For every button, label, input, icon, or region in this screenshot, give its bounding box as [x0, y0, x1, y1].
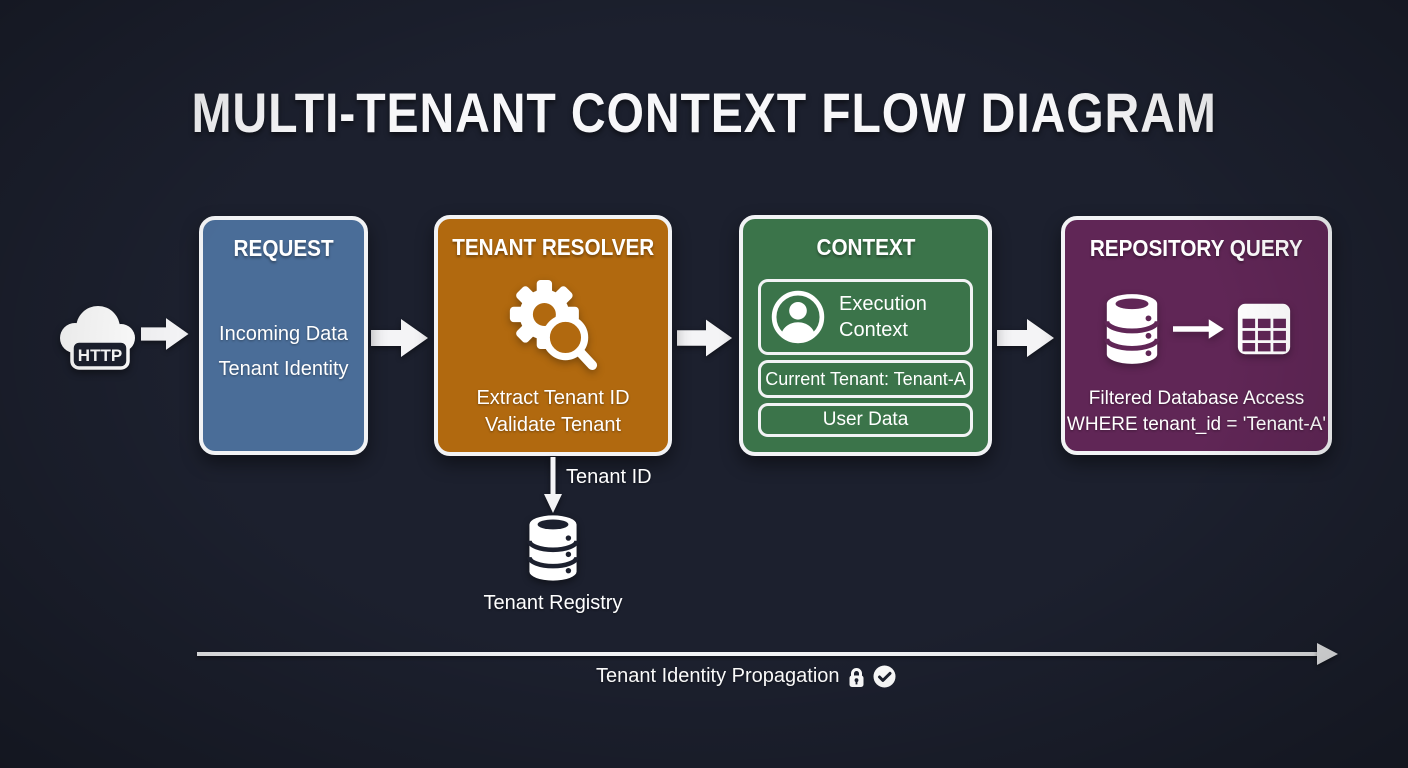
current-tenant-row: Current Tenant: Tenant-A — [758, 360, 973, 398]
database-icon — [1103, 294, 1160, 364]
gear-search-icon — [509, 279, 598, 371]
propagation-arrow-head-icon — [1317, 643, 1338, 665]
user-data-label: User Data — [822, 409, 909, 430]
tenant-resolver-box-title: TENANT RESOLVER — [451, 234, 655, 260]
request-box: REQUEST Incoming Data Tenant Identity — [199, 216, 368, 455]
repository-icons — [1065, 292, 1328, 366]
repository-query-box-body: Filtered Database Access WHERE tenant_id… — [1065, 386, 1328, 438]
context-box: CONTEXT Execution Context Current Tenant… — [739, 215, 992, 456]
propagation-arrow-line — [197, 652, 1319, 656]
request-box-title: REQUEST — [233, 235, 334, 261]
tenant-registry-label: Tenant Registry — [483, 592, 623, 614]
request-line-2: Tenant Identity — [218, 358, 349, 380]
cloud-icon: HTTP — [60, 306, 135, 370]
repository-query-box-title: REPOSITORY QUERY — [1090, 235, 1303, 261]
request-box-body: Incoming Data Tenant Identity — [203, 317, 364, 387]
request-line-1: Incoming Data — [219, 323, 348, 345]
resolver-line-1: Extract Tenant ID — [476, 387, 630, 409]
repository-line-1: Filtered Database Access — [1088, 388, 1305, 409]
repository-query-box: REPOSITORY QUERY — [1061, 216, 1332, 455]
propagation-label-row: Tenant Identity Propagation — [596, 665, 896, 688]
database-icon — [527, 515, 579, 581]
arrow-down-to-registry-icon — [544, 457, 562, 513]
user-circle-icon — [771, 290, 825, 344]
resolver-line-2: Validate Tenant — [484, 414, 622, 436]
page-title: MULTI-TENANT CONTEXT FLOW DIAGRAM — [191, 81, 1217, 144]
execution-context-row: Execution Context — [758, 279, 973, 355]
check-circle-icon — [873, 665, 896, 688]
context-box-title: CONTEXT — [816, 234, 915, 260]
arrow-request-to-resolver-icon — [371, 319, 428, 357]
tenant-id-arrow-label: Tenant ID — [566, 466, 652, 488]
http-source: HTTP — [52, 296, 144, 377]
table-icon — [1237, 303, 1290, 355]
arrow-right-icon — [1172, 319, 1224, 339]
lock-icon — [849, 667, 864, 687]
execution-context-label: Execution Context — [839, 293, 927, 341]
http-badge-label: HTTP — [78, 346, 122, 365]
tenant-resolver-box: TENANT RESOLVER Extract Tenant ID Valida… — [434, 215, 672, 456]
repository-line-2: WHERE tenant_id = 'Tenant-A' — [1066, 414, 1327, 435]
arrow-context-to-repository-icon — [997, 319, 1054, 357]
current-tenant-label: Current Tenant: Tenant-A — [765, 368, 966, 389]
arrow-cloud-to-request-icon — [141, 318, 189, 350]
title-bar: MULTI-TENANT CONTEXT FLOW DIAGRAM — [0, 80, 1408, 145]
arrow-resolver-to-context-icon — [677, 319, 733, 357]
propagation-label: Tenant Identity Propagation — [596, 665, 840, 687]
user-data-row: User Data — [758, 403, 973, 437]
context-stack: Execution Context Current Tenant: Tenant… — [758, 279, 973, 437]
tenant-resolver-box-body: Extract Tenant ID Validate Tenant — [438, 385, 668, 439]
